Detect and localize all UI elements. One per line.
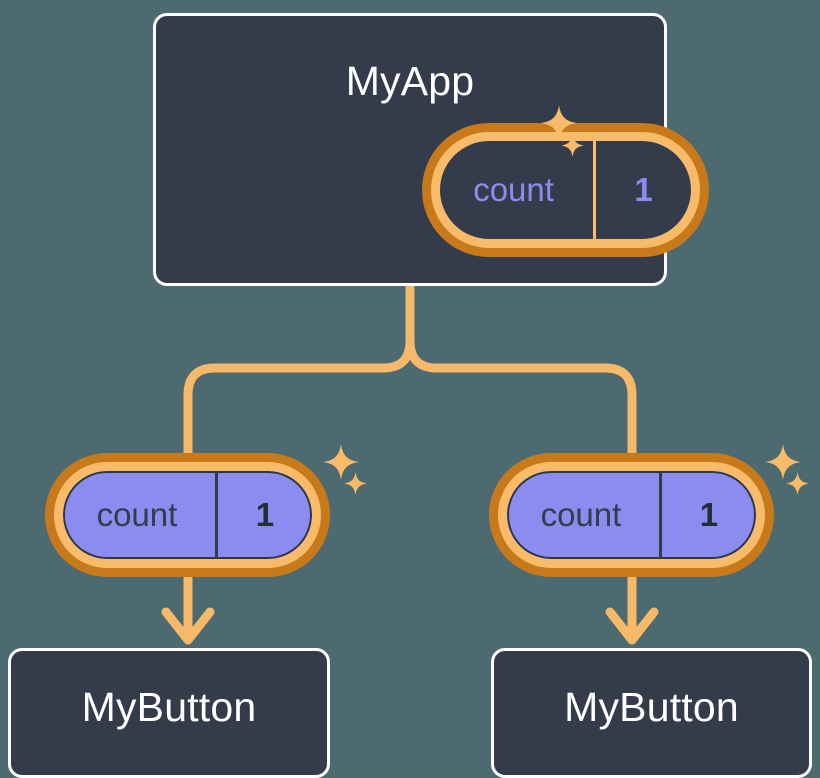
state-value: 1 [658,471,756,559]
state-pill-root[interactable]: count 1 [422,123,709,257]
connector-root-to-left [183,281,415,460]
sparkle-icon-right-small [786,472,809,495]
state-pill-child-left[interactable]: count 1 [45,453,330,577]
node-label-mybutton-right: MyButton [564,684,739,730]
state-pill-inner: count 1 [54,462,321,568]
state-pill-inner: count 1 [498,462,765,568]
connector-root-to-right [405,281,637,460]
state-key: count [473,171,554,208]
arrow-down-icon-right [605,607,659,645]
state-key: count [96,496,178,533]
state-key: count [540,496,622,533]
state-pill-inner: count 1 [431,132,700,248]
arrow-down-icon-left [161,607,215,645]
state-pill-child-right[interactable]: count 1 [489,453,774,577]
sparkle-icon-left-large [323,444,359,480]
node-card-mybutton-right[interactable]: MyButton [491,648,812,778]
node-card-mybutton-left[interactable]: MyButton [8,648,330,778]
node-label-myapp: MyApp [345,58,475,104]
state-value: 1 [593,141,691,239]
sparkle-icon-left-small [344,472,367,495]
node-card-myapp[interactable]: MyApp count 1 [153,13,709,286]
node-label-mybutton-left: MyButton [81,684,257,730]
state-value: 1 [214,471,312,559]
sparkle-icon-right-large [765,444,801,480]
